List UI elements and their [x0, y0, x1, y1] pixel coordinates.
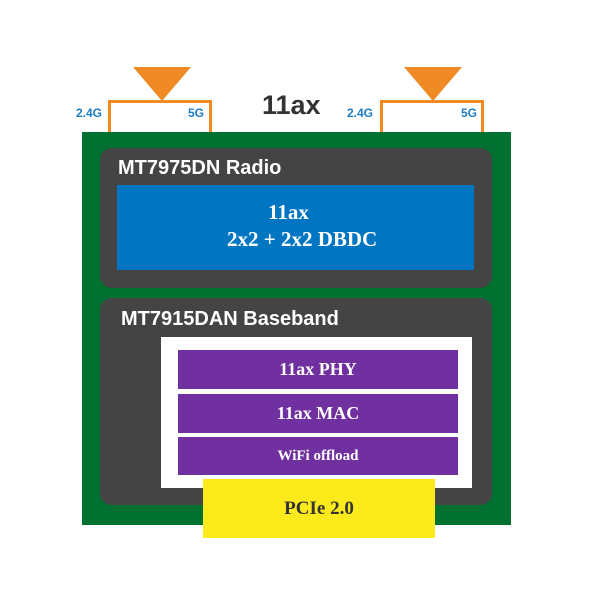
baseband-block-offload: WiFi offload — [178, 437, 458, 475]
baseband-block-phy: 11ax PHY — [178, 350, 458, 389]
right-antenna-feed — [380, 100, 484, 134]
radio-line-mimo: 2x2 + 2x2 DBDC — [227, 227, 378, 251]
right-antenna-band-low: 2.4G — [347, 106, 374, 120]
pcie-interface: PCIe 2.0 — [203, 479, 435, 538]
right-antenna-icon — [404, 67, 462, 101]
radio-line-standard: 11ax — [268, 200, 309, 224]
radio-capability-box: 11ax 2x2 + 2x2 DBDC — [117, 185, 474, 270]
left-antenna-feed — [108, 100, 212, 134]
baseband-block-mac: 11ax MAC — [178, 394, 458, 433]
right-antenna-band-high: 5G — [461, 106, 478, 120]
standard-label: 11ax — [262, 90, 321, 120]
radio-panel-title: MT7975DN Radio — [118, 157, 282, 179]
baseband-panel-title: MT7915DAN Baseband — [121, 308, 339, 330]
left-antenna-band-high: 5G — [188, 106, 205, 120]
left-antenna-icon — [133, 67, 191, 101]
left-antenna-band-low: 2.4G — [76, 106, 103, 120]
